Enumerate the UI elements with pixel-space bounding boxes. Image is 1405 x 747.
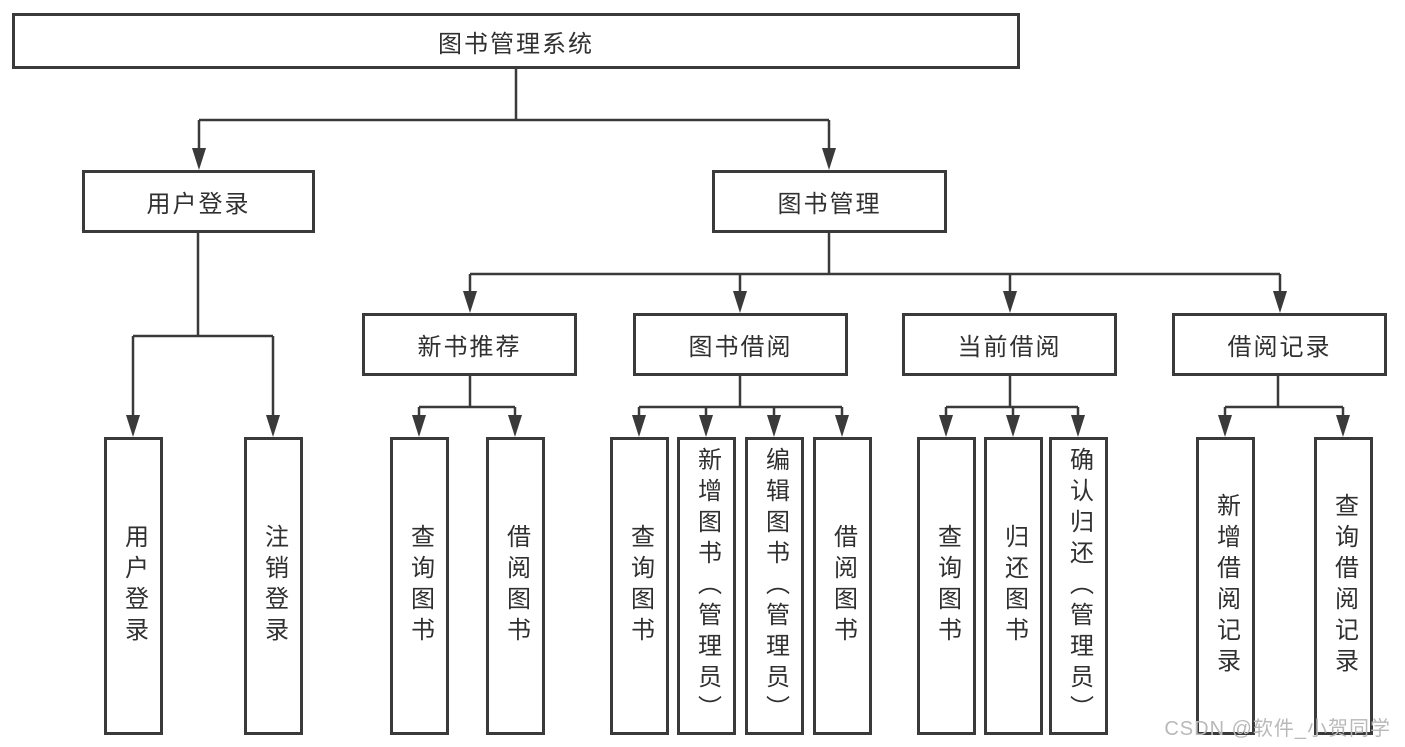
node-book-management-label: 图书管理 (777, 191, 882, 218)
node-root-label: 图书管理系统 (438, 30, 594, 58)
node-current-borrow-label: 当前借阅 (957, 334, 1062, 361)
leaf-return-book-label: 归还图书 (1000, 524, 1028, 648)
node-new-book-recommend: 新书推荐 (362, 313, 577, 376)
leaf-add-borrow-record: 新增借阅记录 (1196, 437, 1255, 735)
node-borrow-records: 借阅记录 (1172, 313, 1387, 376)
leaf-edit-book-admin: 编辑图书（管理员） (745, 437, 804, 735)
node-book-borrow: 图书借阅 (633, 313, 848, 376)
leaf-query-borrow-record-label: 查询借阅记录 (1330, 493, 1358, 679)
leaf-return-book: 归还图书 (984, 437, 1043, 735)
leaf-borrow-books-recommend-label: 借阅图书 (502, 524, 530, 648)
node-borrow-records-label: 借阅记录 (1227, 334, 1332, 361)
leaf-confirm-return-admin-label: 确认归还（管理员） (1065, 446, 1093, 726)
leaf-query-books-recommend: 查询图书 (390, 437, 449, 735)
leaf-query-books-borrow: 查询图书 (610, 437, 669, 735)
node-root: 图书管理系统 (12, 13, 1020, 69)
leaf-user-login-label: 用户登录 (120, 524, 148, 648)
leaf-confirm-return-admin: 确认归还（管理员） (1049, 437, 1108, 735)
leaf-logout-label: 注销登录 (260, 524, 288, 648)
leaf-query-borrow-record: 查询借阅记录 (1314, 437, 1373, 735)
leaf-edit-book-admin-label: 编辑图书（管理员） (761, 446, 789, 726)
leaf-add-book-admin: 新增图书（管理员） (677, 437, 736, 735)
watermark: CSDN @软件_小贺同学 (1164, 718, 1391, 740)
node-user-login: 用户登录 (82, 170, 315, 233)
leaf-add-borrow-record-label: 新增借阅记录 (1212, 493, 1240, 679)
leaf-query-books-current-label: 查询图书 (933, 524, 961, 648)
node-current-borrow: 当前借阅 (902, 313, 1117, 376)
arrowheads (126, 148, 1350, 437)
leaf-logout: 注销登录 (244, 437, 303, 735)
node-user-login-label: 用户登录 (146, 191, 251, 218)
leaf-borrow-books: 借阅图书 (813, 437, 872, 735)
leaf-query-books-recommend-label: 查询图书 (406, 524, 434, 648)
node-book-management: 图书管理 (712, 170, 947, 233)
leaf-borrow-books-recommend: 借阅图书 (486, 437, 545, 735)
node-book-borrow-label: 图书借阅 (688, 334, 793, 361)
leaf-user-login: 用户登录 (104, 437, 163, 735)
leaf-query-books-current: 查询图书 (917, 437, 976, 735)
leaf-add-book-admin-label: 新增图书（管理员） (693, 446, 721, 726)
leaf-query-books-borrow-label: 查询图书 (626, 524, 654, 648)
leaf-borrow-books-label: 借阅图书 (829, 524, 857, 648)
node-new-book-recommend-label: 新书推荐 (417, 334, 522, 361)
